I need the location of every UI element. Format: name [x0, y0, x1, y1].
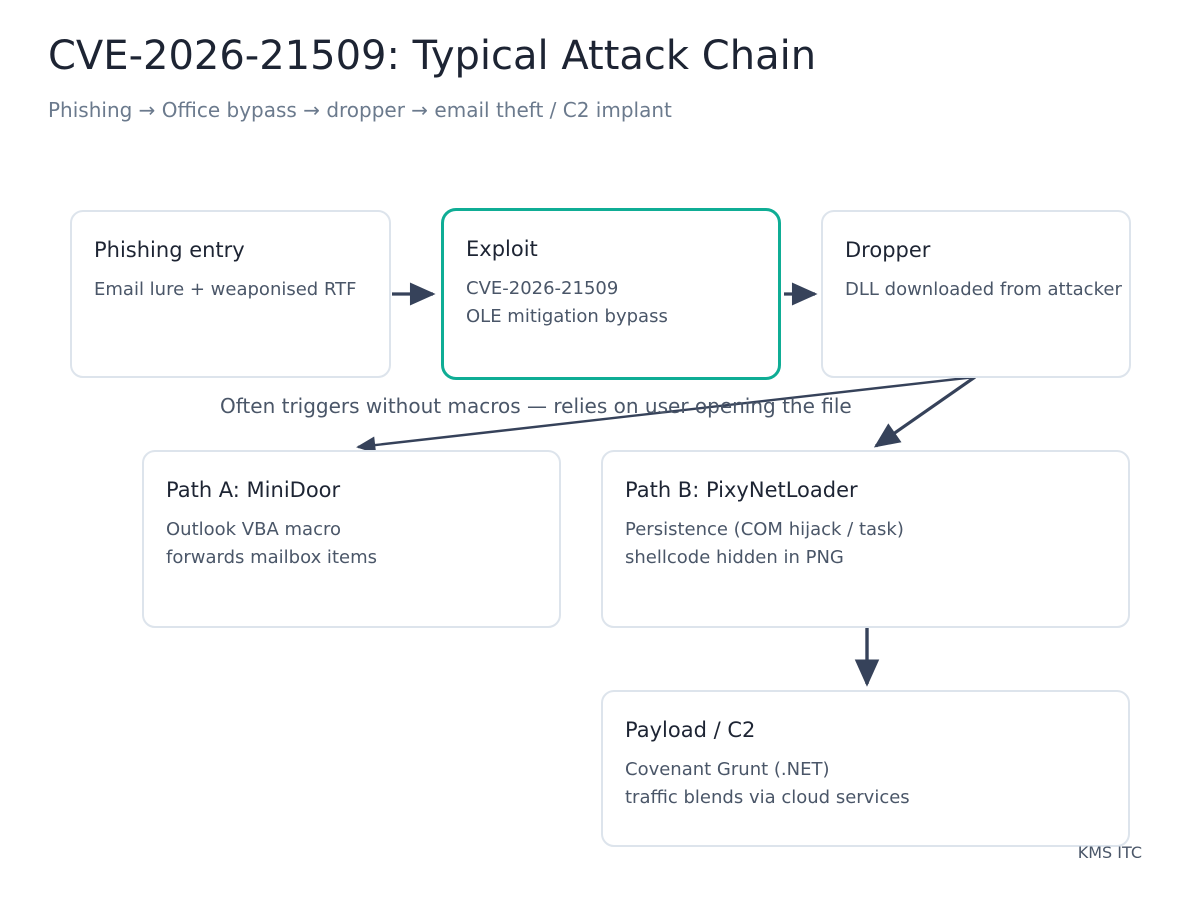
page-subtitle: Phishing → Office bypass → dropper → ema…: [48, 98, 672, 122]
node-description: Covenant Grunt (.NET) traffic blends via…: [625, 759, 910, 808]
node-dropper[interactable]: Dropper DLL downloaded from attacker: [821, 210, 1131, 378]
node-description: DLL downloaded from attacker: [845, 279, 1122, 300]
node-phishing-entry[interactable]: Phishing entry Email lure + weaponised R…: [70, 210, 391, 378]
node-description: Outlook VBA macro forwards mailbox items: [166, 519, 377, 568]
node-description: CVE-2026-21509 OLE mitigation bypass: [466, 278, 668, 327]
node-title: Dropper: [845, 238, 931, 262]
node-path-a-minidoor[interactable]: Path A: MiniDoor Outlook VBA macro forwa…: [142, 450, 561, 628]
node-exploit[interactable]: Exploit CVE-2026-21509 OLE mitigation by…: [441, 208, 781, 380]
node-title: Path B: PixyNetLoader: [625, 478, 858, 502]
node-title: Payload / C2: [625, 718, 756, 742]
page-title: CVE-2026-21509: Typical Attack Chain: [48, 33, 817, 79]
node-description: Email lure + weaponised RTF: [94, 279, 357, 300]
chain-annotation: Often triggers without macros — relies o…: [220, 394, 852, 418]
edge-dropper-to-path-b: [873, 375, 976, 448]
footer-credit: KMS ITC: [1077, 843, 1142, 862]
node-title: Phishing entry: [94, 238, 245, 262]
node-path-b-pixynetloader[interactable]: Path B: PixyNetLoader Persistence (COM h…: [601, 450, 1130, 628]
node-title: Path A: MiniDoor: [166, 478, 341, 502]
node-title: Exploit: [466, 237, 538, 261]
node-payload-c2[interactable]: Payload / C2 Covenant Grunt (.NET) traff…: [601, 690, 1130, 847]
node-description: Persistence (COM hijack / task) shellcod…: [625, 519, 904, 568]
